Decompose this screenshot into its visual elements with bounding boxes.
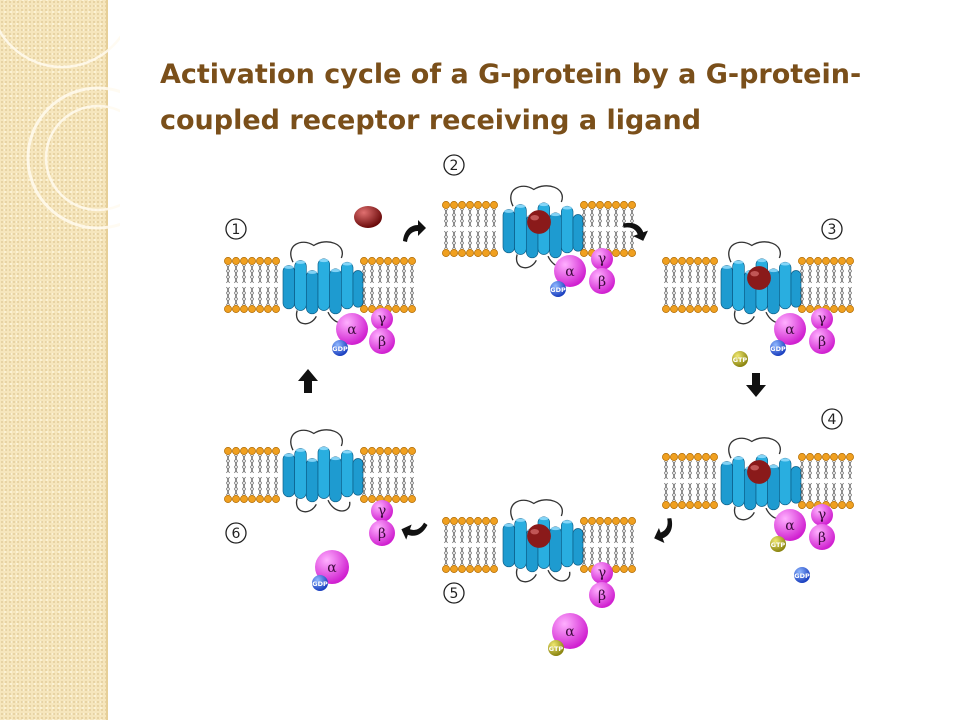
svg-text:β: β: [598, 274, 606, 290]
slide-title: Activation cycle of a G-protein by a G-p…: [160, 59, 862, 136]
svg-text:β: β: [818, 334, 826, 350]
svg-text:GTP: GTP: [549, 645, 564, 653]
curved-arrow-icon: [398, 516, 428, 545]
svg-text:GTP: GTP: [733, 356, 748, 364]
down-arrow-icon: [746, 373, 766, 397]
svg-text:GTP: GTP: [771, 541, 786, 549]
svg-text:GDP: GDP: [794, 572, 810, 580]
step-4-group: 4 α γ β GTP GDP: [662, 408, 853, 583]
svg-text:α: α: [785, 322, 795, 338]
decorative-sidebar: [0, 0, 120, 720]
up-arrow-icon: [298, 369, 318, 393]
step-5-group: 5 γ β α GTP: [442, 499, 635, 656]
step-3-group: 3 α γ β GDP GTP: [662, 218, 853, 367]
svg-text:β: β: [598, 588, 606, 604]
svg-text:β: β: [378, 334, 386, 350]
curved-arrow-icon: [622, 216, 651, 246]
step-6-group: 6 γ β α GDP: [224, 429, 415, 591]
svg-text:γ: γ: [378, 503, 386, 519]
svg-text:γ: γ: [598, 251, 606, 267]
svg-text:α: α: [565, 264, 575, 280]
step-2-number: 2: [450, 158, 459, 174]
svg-text:GDP: GDP: [312, 580, 328, 588]
svg-text:γ: γ: [378, 311, 386, 327]
gpcr-cycle-diagram: 1 α γ β GDP 2 α γ β GDP 3: [210, 154, 870, 656]
svg-text:GDP: GDP: [550, 286, 566, 294]
svg-text:α: α: [785, 518, 795, 534]
curved-arrow-icon: [649, 517, 679, 546]
svg-text:β: β: [378, 526, 386, 542]
svg-text:α: α: [347, 322, 357, 338]
svg-text:γ: γ: [598, 565, 606, 581]
svg-text:α: α: [565, 624, 575, 640]
svg-text:GDP: GDP: [332, 345, 348, 353]
step-2-group: 2 α γ β GDP: [442, 154, 635, 297]
step-3-number: 3: [828, 222, 837, 238]
free-ligand: [354, 206, 382, 228]
step-5-number: 5: [450, 586, 459, 602]
svg-text:β: β: [818, 530, 826, 546]
step-4-number: 4: [828, 412, 837, 428]
sidebar-rings-decoration: [0, 29, 120, 230]
step-1-group: 1 α γ β GDP: [224, 206, 415, 356]
svg-text:GDP: GDP: [770, 345, 786, 353]
step-6-number: 6: [232, 526, 241, 542]
step-1-number: 1: [232, 222, 241, 238]
svg-text:γ: γ: [818, 311, 826, 327]
curved-arrow-icon: [403, 220, 426, 242]
svg-text:γ: γ: [818, 507, 826, 523]
svg-text:α: α: [327, 560, 337, 576]
